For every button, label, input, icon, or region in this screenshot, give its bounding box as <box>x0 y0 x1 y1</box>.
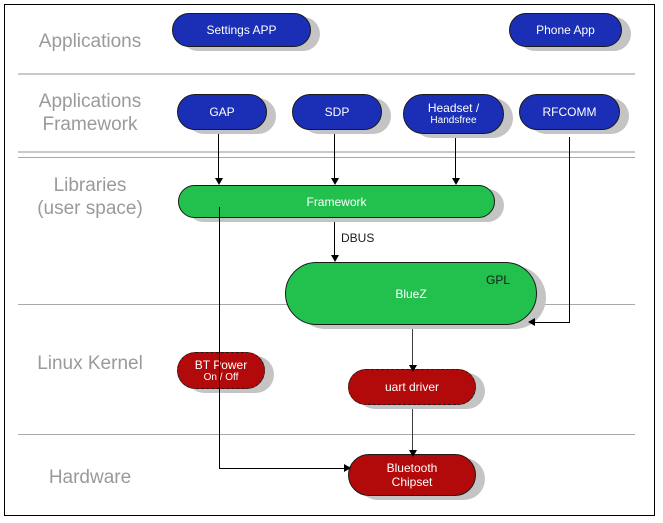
edge-headset-framework-line <box>455 137 456 180</box>
edge-gap-framework-line <box>218 133 219 180</box>
edge-gap-chipset-hline <box>219 468 347 469</box>
layer-label-applications: Applications <box>38 31 142 52</box>
layer-label-hardware: Hardware <box>48 467 132 488</box>
edge-label-dbus: DBUS <box>341 231 375 245</box>
edge-rfcomm-bluez-arrow <box>528 318 535 326</box>
edge-framework-bluez-arrow <box>331 255 339 262</box>
node-gap[interactable]: GAP <box>177 94 267 130</box>
edge-sdp-framework-line <box>334 133 335 180</box>
node-sdp[interactable]: SDP <box>292 94 382 130</box>
layer-label-libraries: Libraries (user space) <box>37 175 143 219</box>
node-bluetooth-chipset-sublabel: Chipset <box>391 475 433 489</box>
edge-sdp-framework-arrow <box>331 178 339 185</box>
node-headset-label: Headset / <box>427 101 480 115</box>
node-framework[interactable]: Framework <box>178 185 495 218</box>
edge-gap-chipset-arrow <box>344 464 351 472</box>
edge-rfcomm-bluez-hline <box>534 322 570 323</box>
edge-gap-framework-arrow <box>215 178 223 185</box>
divider-applications-bottom <box>18 73 635 75</box>
edge-framework-bluez-line <box>334 218 335 258</box>
node-bt-power-label: BT Power <box>194 357 248 372</box>
node-uart-driver[interactable]: uart driver <box>348 369 476 405</box>
edge-bluez-uart-line <box>412 325 413 369</box>
node-settings-app[interactable]: Settings APP <box>172 13 311 47</box>
node-uart-driver-label: uart driver <box>384 380 440 394</box>
node-bt-power-sublabel: On / Off <box>203 371 239 383</box>
node-headset-handsfree[interactable]: Headset / Handsfree <box>403 94 504 134</box>
edge-uart-chipset-arrow <box>409 450 417 457</box>
node-phone-app[interactable]: Phone App <box>509 13 622 47</box>
divider-hardware-top <box>18 434 635 435</box>
divider-framework-bottom <box>18 151 635 153</box>
node-sdp-label: SDP <box>324 105 350 119</box>
node-gap-label: GAP <box>209 105 235 119</box>
node-framework-label: Framework <box>306 194 367 209</box>
edge-gap-chipset-vline <box>219 207 220 468</box>
node-headset-sublabel: Handsfree <box>430 115 477 126</box>
node-bluetooth-chipset-label: Bluetooth <box>386 461 438 475</box>
layer-label-linux-kernel: Linux Kernel <box>37 353 143 374</box>
divider-libraries-top <box>18 157 635 158</box>
node-bluez-label: BlueZ <box>395 286 427 301</box>
node-bluetooth-chipset[interactable]: Bluetooth Chipset <box>348 454 476 496</box>
node-bluez[interactable]: BlueZ GPL <box>285 262 537 325</box>
node-settings-app-label: Settings APP <box>206 23 277 37</box>
node-bt-power[interactable]: BT Power On / Off <box>177 352 265 389</box>
edge-uart-chipset-line <box>412 405 413 454</box>
node-phone-app-label: Phone App <box>536 23 595 37</box>
node-rfcomm[interactable]: RFCOMM <box>519 94 620 130</box>
node-bluez-license-tag: GPL <box>485 273 510 287</box>
edge-rfcomm-bluez-vline <box>569 137 570 323</box>
node-rfcomm-label: RFCOMM <box>542 105 597 119</box>
diagram-frame <box>4 4 655 516</box>
layer-label-applications-framework: Applications Framework <box>38 91 142 135</box>
edge-bluez-uart-arrow <box>409 365 417 372</box>
edge-headset-framework-arrow <box>452 178 460 185</box>
